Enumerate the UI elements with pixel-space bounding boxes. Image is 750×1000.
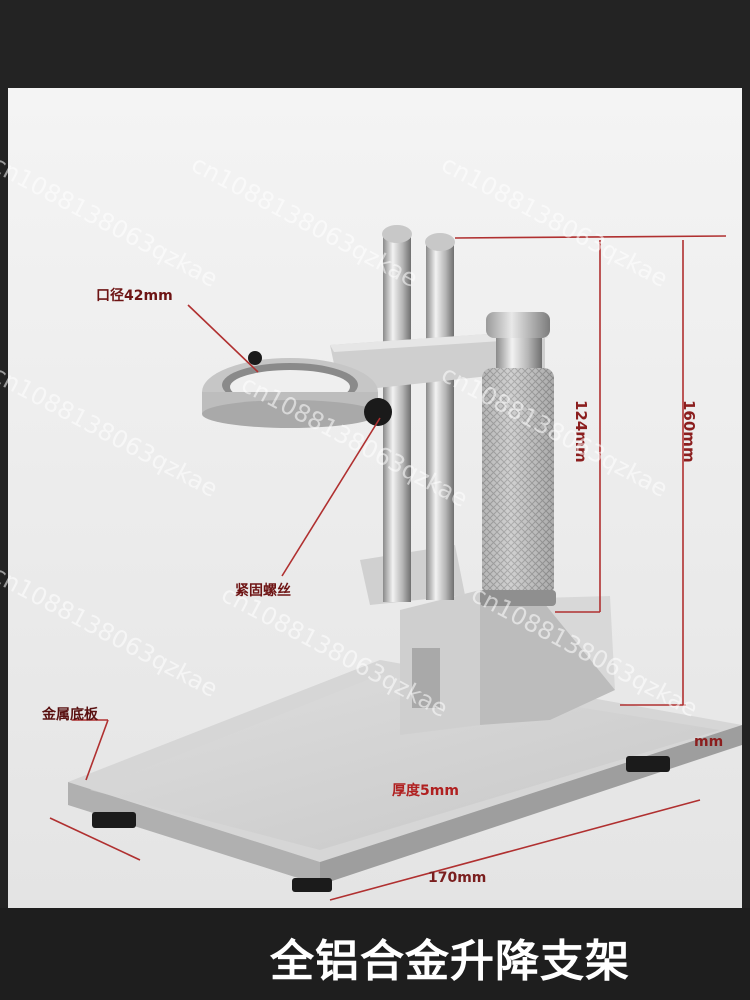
thickness-label: 厚度5mm [392, 783, 459, 799]
bore-diameter-label: 口径42mm [96, 288, 173, 304]
tightening-screw [364, 398, 392, 426]
total-height-label: 160mm [680, 400, 698, 463]
product-title: 全铝合金升降支架 [270, 936, 630, 987]
tightening-screw-label: 紧固螺丝 [235, 583, 291, 599]
rail-height-label: 124mm [572, 400, 590, 463]
holder-ring-arm [202, 330, 548, 428]
width-label: 170mm [428, 870, 487, 886]
lift-knob [480, 312, 556, 606]
base-height-label: mm [694, 734, 724, 750]
dimension-annotations [49, 235, 727, 901]
metal-base-label: 金属底板 [42, 707, 98, 723]
title-banner [0, 908, 750, 1000]
metal-base-plate [68, 660, 742, 892]
